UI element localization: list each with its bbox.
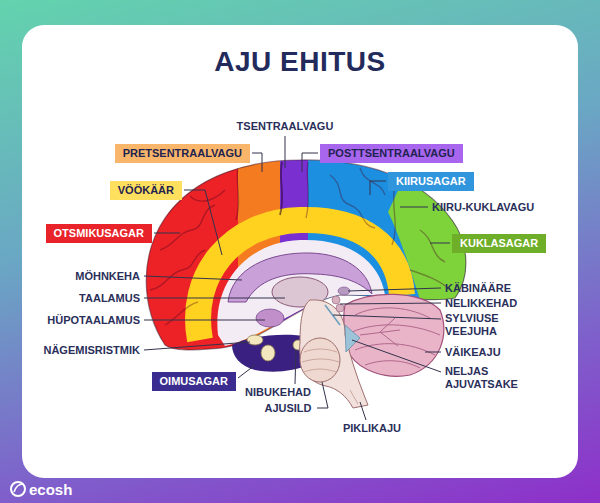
part-label-text: TAALAMUS <box>79 292 140 304</box>
leader-lines-part <box>144 298 285 299</box>
cerebellum-part-part <box>352 325 440 335</box>
leader-lines-part <box>370 181 386 195</box>
title-text: AJU EHITUS <box>214 46 385 77</box>
part-label-text: PIKLIKAJU <box>343 422 401 434</box>
lobe-label: PRETSENTRAALVAGU <box>123 147 242 159</box>
lobe-label-box: KIIRUSAGAR <box>388 172 474 191</box>
leader-lines-part <box>340 303 441 304</box>
cerebrum-part-part <box>236 166 239 220</box>
brainstem-part-part <box>350 390 358 404</box>
brainstem-part-part <box>302 359 339 362</box>
watermark: ecosh <box>29 481 72 498</box>
deep-structures-part <box>256 309 284 327</box>
lobe-label: KUKLASAGAR <box>460 237 538 249</box>
part-label-text: HÜPOTAALAMUS <box>47 314 140 326</box>
leader-lines-part <box>184 190 222 255</box>
leader-lines-part <box>144 276 242 280</box>
part-label: KIIRU-KUKLAVAGU <box>432 201 534 214</box>
leader-lines-part <box>285 136 286 168</box>
lobe-label: KIIRUSAGAR <box>396 175 466 187</box>
logo-icon-part <box>14 484 23 492</box>
brainstem-part <box>345 325 360 352</box>
part-label-text: NELJAS AJUVATSAKE <box>445 365 518 390</box>
part-label-text: KÄBINÄÄRE <box>445 282 511 294</box>
cerebellum-part-part <box>360 318 400 346</box>
part-label: NELIKKEHAD <box>445 297 517 310</box>
brainstem-part <box>336 304 344 312</box>
cerebrum-part-part <box>165 302 198 325</box>
leader-lines-part <box>352 340 441 372</box>
part-label-text: AJUSILD <box>264 402 311 414</box>
lobe-label-box: OIMUSAGAR <box>152 372 236 391</box>
lobe-label: OIMUSAGAR <box>160 375 228 387</box>
part-label-text: TSENTRAALVAGU <box>237 120 334 132</box>
lobe-label-box: KUKLASAGAR <box>452 234 546 253</box>
leader-lines-part <box>348 288 441 291</box>
deep-structures-part <box>247 335 263 345</box>
leader-lines-part <box>295 350 296 384</box>
part-label: TAALAMUS <box>79 292 140 305</box>
lobe-label: OTSMIKUSAGAR <box>54 227 144 239</box>
part-label: NÄGEMISRISTMIK <box>43 344 140 357</box>
part-label-text: NELIKKEHAD <box>445 297 517 309</box>
part-label: TSENTRAALVAGU <box>237 120 334 133</box>
part-label: SYLVIUSE VEEJUHA <box>445 312 525 338</box>
brainstem-part-part <box>304 369 336 372</box>
watermark-text: ecosh <box>29 481 72 498</box>
cerebrum-part-part <box>420 230 445 262</box>
part-label: VÄIKEAJU <box>445 346 501 359</box>
lobe-label: VÖÖKÄÄR <box>118 184 174 196</box>
cerebellum-part <box>344 294 444 376</box>
leader-lines-part <box>317 382 328 408</box>
lobe-label: POSTTSENTRAALVAGU <box>328 147 455 159</box>
deep-structures-part <box>261 345 275 361</box>
part-label-text: NÄGEMISRISTMIK <box>43 344 140 356</box>
part-label: NELJAS AJUVATSAKE <box>445 365 540 391</box>
leader-lines-part <box>252 153 262 172</box>
cerebrum-part-part <box>410 270 450 290</box>
diagram-title: AJU EHITUS <box>0 46 600 78</box>
part-label: HÜPOTAALAMUS <box>47 314 140 327</box>
part-label: AJUSILD <box>264 402 311 415</box>
cerebrum-part-part <box>392 185 395 245</box>
brainstem-part <box>300 338 340 382</box>
cerebrum-part <box>280 162 282 215</box>
part-label: MÖHNKEHA <box>75 270 140 283</box>
part-label: PIKLIKAJU <box>343 422 401 435</box>
cerebrum-part-part <box>306 162 309 218</box>
leader-lines-part <box>425 352 441 353</box>
leader-lines-part <box>144 342 250 350</box>
leader-lines-part <box>333 315 441 319</box>
cerebrum-part-part <box>150 250 205 290</box>
logo-icon <box>11 482 25 496</box>
part-label-text: KIIRU-KUKLAVAGU <box>432 201 534 213</box>
leader-lines-part <box>144 320 265 321</box>
leader-lines-part <box>360 402 366 420</box>
lobe-label-box: VÖÖKÄÄR <box>110 181 182 200</box>
leader-lines-part <box>302 153 318 172</box>
part-label-text: NIBUKEHAD <box>245 386 311 398</box>
cerebrum-part-part <box>360 168 385 195</box>
part-label-text: SYLVIUSE VEEJUHA <box>445 312 499 337</box>
logo-icon-part <box>11 482 25 496</box>
part-label-text: VÄIKEAJU <box>445 346 501 358</box>
cerebrum-part-part <box>330 175 375 228</box>
part-label: NIBUKEHAD <box>245 386 311 399</box>
leader-lines-part <box>430 243 450 244</box>
part-label: KÄBINÄÄRE <box>445 282 511 295</box>
leader-lines-part <box>238 365 255 378</box>
lobe-label-box: PRETSENTRAALVAGU <box>115 144 250 163</box>
leader-lines-part <box>154 233 180 234</box>
brainstem-part-part <box>304 349 337 352</box>
card <box>22 25 578 478</box>
lobe-label-box: POSTTSENTRAALVAGU <box>320 144 463 163</box>
cerebrum-part-part <box>160 205 215 250</box>
lobe-label-box: OTSMIKUSAGAR <box>46 224 152 243</box>
cerebellum <box>344 294 444 376</box>
leader-lines-part <box>400 207 428 208</box>
brainstem-part <box>332 296 340 304</box>
part-label-text: MÖHNKEHA <box>75 270 140 282</box>
